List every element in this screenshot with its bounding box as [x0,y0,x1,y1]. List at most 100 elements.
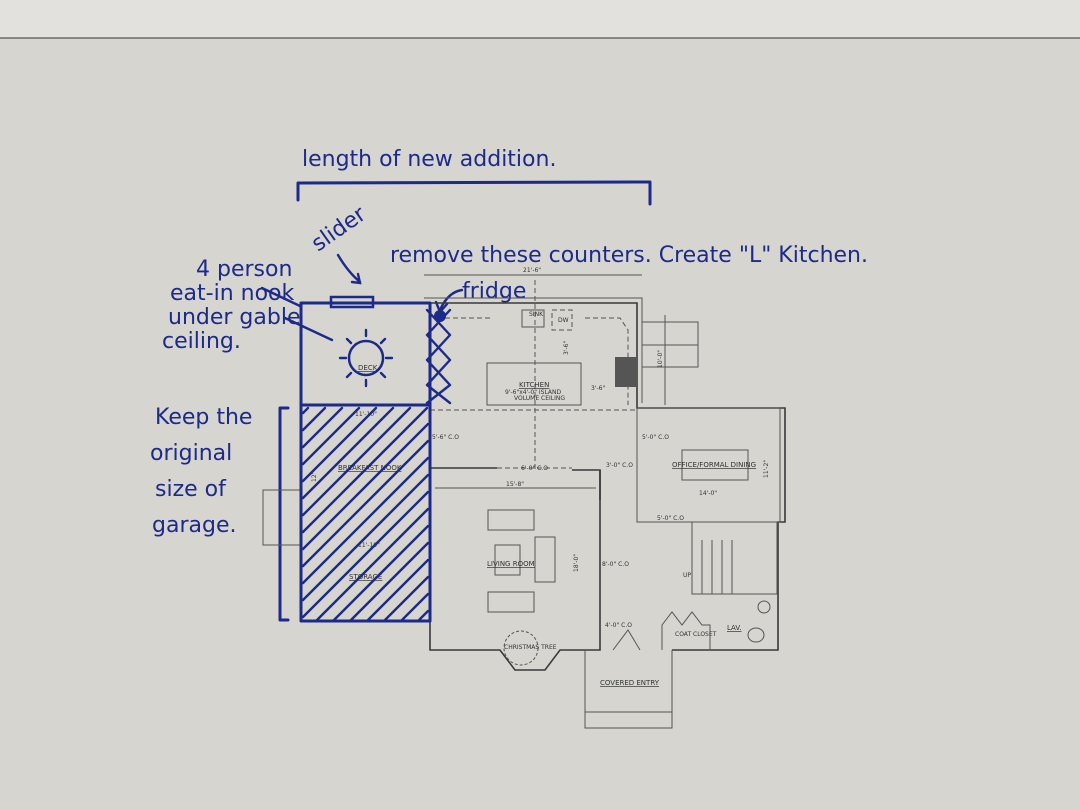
hatch-line [301,422,430,551]
dim-living-width: 15'-8" [506,481,524,488]
dim-nook-width: 11'-10" [355,411,377,418]
note-garage-line: garage. [152,513,236,538]
dim-10-0: 10'-0" [657,350,664,368]
lav-sink-icon [757,600,771,614]
note-garage-line: Keep the [155,405,252,430]
label-co-6-0: 6'-0" C.O [521,465,548,472]
label-co-4-0: 4'-0" C.O [605,622,632,629]
label-christmas-tree: CHRISTMAS TREE [504,644,557,651]
note-garage-line: size of [155,477,227,502]
nook-chairs [338,328,394,388]
paper-top-strip [0,0,1080,38]
slider-arrow-icon [336,253,362,285]
note-nook-line: 4 person [196,257,292,282]
label-deck: DECK [358,364,378,372]
nook-arrow-icon [260,286,334,342]
hatch-line [301,406,344,449]
stove-icon [615,357,637,387]
hatch-line [301,439,430,568]
hatch-line [301,406,378,483]
hatch-line [349,541,430,622]
hatch-line [417,609,430,622]
interior-wall [430,467,601,500]
toilet-icon [747,627,765,643]
hatch-line [332,524,430,622]
side-steps [642,321,699,368]
hatch-line [301,490,430,619]
dim-storage-width: 11'-10" [358,542,380,549]
label-co-5-0-office: 5'-0" C.O [642,434,669,441]
addition-outline [299,301,432,623]
plan-labels: 21'-6" KITCHEN 9'-6"x4'-0" ISLAND VOLUME… [311,267,770,687]
hatch-line [301,456,430,585]
label-lav: LAV. [727,624,742,632]
label-dw: DW [558,317,569,324]
coffee-table [494,544,521,576]
slider-door [329,295,375,309]
note-remove-counters: remove these counters. Create "L" Kitche… [390,243,868,268]
label-sink: SINK [529,311,544,318]
wall-outline [424,297,643,403]
nook-table-circle [347,339,385,377]
stair-treads [701,540,733,594]
garage-hatching [301,406,430,622]
dim-living-depth: 18'-0" [573,554,580,572]
hatch-line [366,558,430,622]
kitchen-island [486,362,582,406]
hatch-line [301,406,429,534]
dim-office-depth: 11'-2" [763,460,770,478]
label-volume-ceiling: VOLUME CEILING [514,395,565,402]
fridge-arrow-icon [434,288,464,315]
addition-sketch [299,295,452,623]
addition-length-bracket [296,180,652,206]
label-co-5-0-hall: 5'-0" C.O [657,515,684,522]
note-nook-line: under gable [168,305,300,330]
sofa [487,509,535,531]
note-nook-line: ceiling. [162,329,241,354]
hatch-line [301,406,395,500]
hatch-line [400,592,430,622]
hatch-line [301,406,327,432]
label-coat-closet: COAT CLOSET [675,631,717,638]
removed-counters-crosshatch [425,308,452,405]
hatch-line [301,406,412,517]
label-up: UP [683,572,691,579]
garage-bracket [278,406,290,622]
dim-kitchen-width: 21'-6" [523,267,541,274]
dim-office-width: 14'-0" [699,490,717,497]
counter-outline [445,317,629,405]
sink-icon [521,309,545,328]
christmas-tree-circle [503,630,539,666]
note-fridge: fridge [462,279,526,304]
note-garage-line: original [150,441,232,466]
label-covered-entry: COVERED ENTRY [600,679,660,687]
label-living-room: LIVING ROOM [487,560,535,568]
hatch-line [301,406,310,415]
dishwasher-icon [551,309,573,331]
note-title: length of new addition. [302,147,556,172]
label-office-formal-dining: OFFICE/FORMAL DINING [672,461,756,469]
hatch-line [301,406,361,466]
hatch-line [383,575,430,622]
label-kitchen: KITCHEN [519,381,549,389]
fridge-mark [434,310,446,322]
sofa [534,536,556,583]
note-slider: slider [307,201,371,257]
dim-nook-depth: 12' [311,472,318,482]
hatch-line [301,473,430,602]
dining-table [681,449,749,481]
exterior-walls [429,302,786,671]
label-breakfast-nook: BREAKFAST NOOK [338,464,402,472]
house-walls [262,274,786,729]
label-co-3-0: 3'-0" C.O [606,462,633,469]
hatch-line [315,507,430,622]
label-co-8-0: 8'-0" C.O [602,561,629,568]
dim-3-6-horizontal: 3'-6" [591,385,605,392]
label-co-5-6: 5'-6" C.O [432,434,459,441]
label-island: 9'-6"x4'-0" ISLAND [505,389,562,396]
coat-closet [661,611,711,650]
stairs [691,521,778,595]
front-door-swing [612,629,641,651]
label-storage: STORAGE [349,573,382,581]
